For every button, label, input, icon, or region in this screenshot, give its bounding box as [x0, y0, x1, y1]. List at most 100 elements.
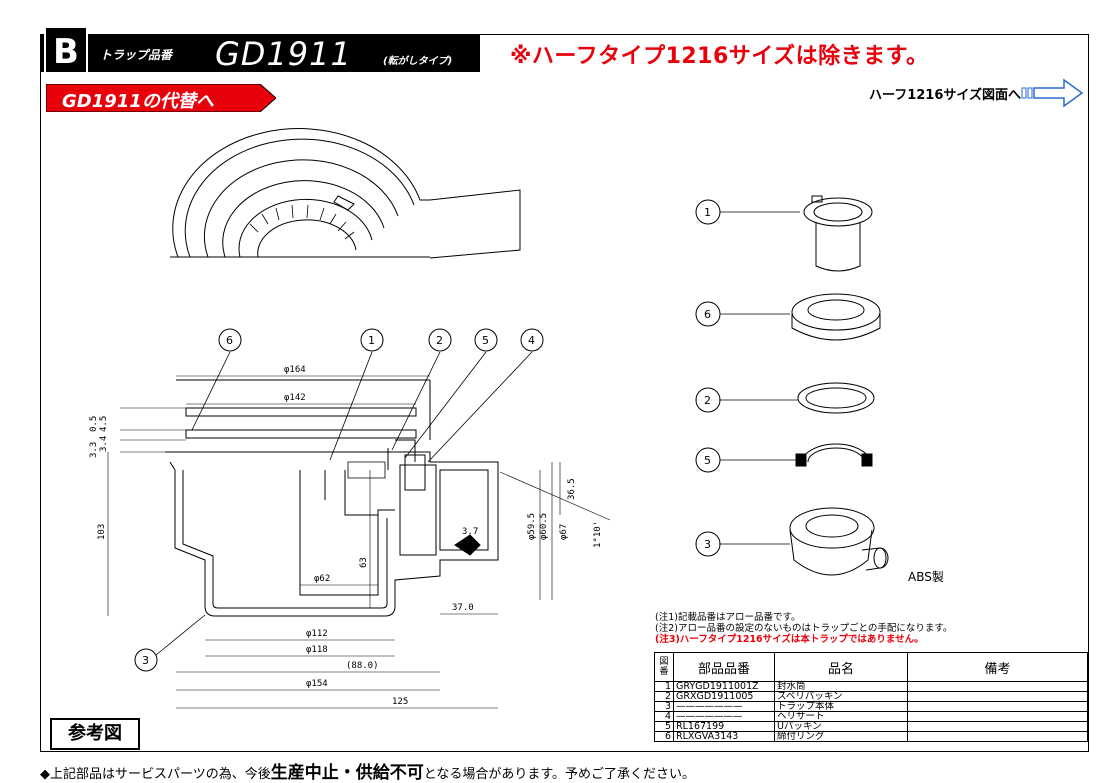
dim-h36: 36.5	[567, 478, 577, 500]
col-part-number: 部品品番	[673, 652, 775, 682]
note-1: (注1)記載品番はアロー品番です。	[655, 612, 801, 623]
exploded-parts	[720, 195, 889, 576]
part-6-ring	[791, 293, 881, 341]
row-name: ヘリサート	[774, 711, 908, 722]
dim-d88: (88.0)	[346, 661, 379, 671]
section-view	[165, 379, 499, 617]
row-no: 6	[654, 731, 674, 742]
row-name: Uパッキン	[774, 721, 908, 732]
note-3: (注3)ハーフタイプ1216サイズは本トラップではありません。	[655, 634, 924, 645]
footer-post: となる場合があります。予めご了承ください。	[423, 767, 696, 782]
dim-h103: 103	[97, 524, 107, 540]
col-part-name: 品名	[774, 652, 908, 682]
row-remark	[907, 701, 1088, 712]
callout-4: 4	[528, 334, 535, 347]
right-arrow-icon[interactable]	[1020, 78, 1084, 108]
table-row: 5 RL167199 Uパッキン	[654, 721, 1088, 732]
notes-block: (注1)記載品番はアロー品番です。 (注2)アロー品番の設定のないものはトラップ…	[655, 612, 952, 645]
alternative-link[interactable]: GD1911の代替へ	[46, 84, 276, 112]
callout-leaders	[155, 351, 533, 656]
table-row: 4 ——————— ヘリサート	[654, 711, 1088, 722]
exploded-callout-1: 1	[704, 206, 711, 219]
table-row: 3 ——————— トラップ本体	[654, 701, 1088, 712]
row-remark	[907, 711, 1088, 722]
dim-t33: 3.3	[89, 442, 99, 458]
note-2: (注2)アロー品番の設定のないものはトラップごとの手配になります。	[655, 623, 953, 634]
footer-note: ◆上記部品はサービスパーツの為、今後生産中止・供給不可となる場合があります。予め…	[40, 758, 695, 783]
header-band	[40, 34, 480, 72]
model-number: GD1911	[215, 35, 352, 73]
col-remarks: 備考	[907, 652, 1088, 682]
reference-drawing-label: 参考図	[50, 718, 140, 750]
callout-3: 3	[142, 654, 149, 667]
row-no: 5	[654, 721, 674, 732]
dim-d67: φ67	[559, 524, 569, 540]
exploded-callouts: 1 6 2 5 3	[695, 199, 721, 557]
dim-t3: 3.4	[99, 436, 109, 452]
section-badge: B	[44, 26, 88, 74]
material-note: ABS製	[908, 570, 944, 584]
dim-d118: φ118	[306, 645, 328, 655]
dim-w37: 37.0	[452, 603, 474, 613]
dim-d164: φ164	[284, 365, 306, 375]
exploded-callout-6: 6	[704, 308, 711, 321]
row-remark	[907, 691, 1088, 702]
dim-d142: φ142	[284, 393, 306, 403]
row-no: 2	[654, 691, 674, 702]
exploded-callout-3: 3	[704, 538, 711, 551]
callout-5: 5	[482, 334, 489, 347]
part-1-sleeve	[803, 195, 873, 272]
row-part: GRYGD1911001Z	[673, 681, 775, 692]
row-part: RLXGVA3143	[673, 731, 775, 742]
half-size-link[interactable]: ハーフ1216サイズ図面へ	[868, 88, 1021, 103]
footer-pre: ◆上記部品はサービスパーツの為、今後	[40, 767, 271, 782]
type-note: (転がしタイプ)	[383, 56, 453, 67]
callout-2: 2	[436, 334, 443, 347]
alternative-link-label: GD1911の代替へ	[62, 91, 214, 112]
dimension-labels: φ164 φ142 φ62 φ112 φ118 (88.0) φ154 125 …	[89, 365, 603, 707]
row-remark	[907, 731, 1088, 742]
row-name: スベリパッキン	[774, 691, 908, 702]
row-part: GRXGD1911005	[673, 691, 775, 702]
row-name: 封水筒	[774, 681, 908, 692]
exploded-callout-5: 5	[704, 454, 711, 467]
part-3-trap-body	[789, 507, 889, 576]
exploded-callout-2: 2	[704, 394, 711, 407]
row-no: 1	[654, 681, 674, 692]
dim-d154: φ154	[306, 679, 328, 689]
exclusion-notice: ※ハーフタイプ1216サイズは除きます。	[510, 44, 929, 69]
parts-table-header: 図番 部品品番 品名 備考	[654, 652, 1088, 682]
part-number-label: トラップ品番	[100, 48, 173, 62]
col-figure-no: 図番	[654, 652, 674, 682]
row-no: 3	[654, 701, 674, 712]
section-callouts: 6 1 2 5 4 3	[134, 328, 544, 672]
footer-bold: 生産中止・供給不可	[270, 763, 424, 783]
table-row: 1 GRYGD1911001Z 封水筒	[654, 681, 1088, 692]
top-view	[170, 128, 521, 259]
dim-d62: φ62	[314, 574, 330, 584]
dim-h63: 63	[359, 557, 369, 568]
alt-tag-shape	[46, 84, 276, 112]
dim-d60: φ60.5	[539, 513, 549, 540]
table-row: 6 RLXGVA3143 締付リング	[654, 731, 1088, 742]
dim-d59: φ59.5	[527, 513, 537, 540]
callout-6: 6	[226, 334, 233, 347]
dim-w125: 125	[392, 697, 408, 707]
dimension-lines	[107, 375, 611, 709]
row-part: RL167199	[673, 721, 775, 732]
row-remark	[907, 681, 1088, 692]
row-no: 4	[654, 711, 674, 722]
dim-t05: 0.5	[89, 416, 99, 432]
dim-n37: 3.7	[462, 527, 478, 537]
row-name: 締付リング	[774, 731, 908, 742]
callout-1: 1	[368, 334, 375, 347]
dim-d112: φ112	[306, 629, 328, 639]
part-2-gasket	[797, 382, 875, 414]
row-name: トラップ本体	[774, 701, 908, 712]
dim-t4: 4.5	[99, 416, 109, 432]
table-row: 2 GRXGD1911005 スベリパッキン	[654, 691, 1088, 702]
row-part: ———————	[673, 711, 775, 722]
parts-table: 図番 部品品番 品名 備考 1 GRYGD1911001Z 封水筒 2 GRXG…	[654, 652, 1088, 742]
row-part: ———————	[673, 701, 775, 712]
